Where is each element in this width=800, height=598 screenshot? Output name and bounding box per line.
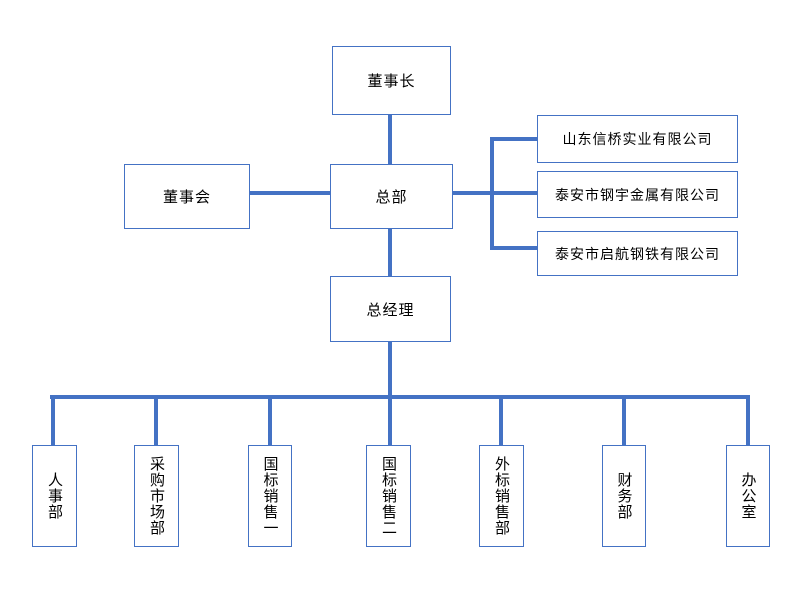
node-department-3: 国标销售一 bbox=[248, 445, 292, 547]
node-department-5: 外标销售部 bbox=[479, 445, 524, 547]
node-department-5-label: 外标销售部 bbox=[493, 456, 510, 536]
node-subsidiary-2: 泰安市钢宇金属有限公司 bbox=[537, 171, 738, 218]
node-general-manager-label: 总经理 bbox=[366, 301, 415, 319]
connector-branch-subsidiary-1 bbox=[490, 137, 537, 141]
node-department-7-label: 办公室 bbox=[739, 472, 757, 520]
node-board: 董事会 bbox=[124, 164, 250, 229]
node-department-1-label: 人事部 bbox=[46, 472, 63, 520]
node-subsidiary-3-label: 泰安市启航钢铁有限公司 bbox=[555, 245, 720, 262]
node-department-4-label: 国标销售二 bbox=[380, 456, 397, 536]
connector-headquarters-subsidiary-2 bbox=[453, 191, 537, 195]
connector-departments-bus bbox=[50, 395, 750, 399]
connector-drop-department-1 bbox=[51, 395, 55, 445]
node-headquarters-label: 总部 bbox=[375, 189, 408, 206]
node-subsidiary-1-label: 山东信桥实业有限公司 bbox=[562, 131, 713, 147]
node-chairman-label: 董事长 bbox=[367, 73, 416, 90]
connector-general-manager-departments bbox=[388, 342, 392, 446]
connector-drop-department-5 bbox=[499, 395, 503, 445]
connector-drop-department-7 bbox=[746, 395, 750, 445]
node-department-6: 财务部 bbox=[602, 445, 646, 547]
node-department-2-label: 采购市场部 bbox=[148, 456, 165, 536]
connector-drop-department-2 bbox=[154, 395, 158, 445]
node-department-1: 人事部 bbox=[32, 445, 77, 547]
connector-board-headquarters bbox=[250, 191, 330, 195]
node-department-4: 国标销售二 bbox=[366, 445, 411, 547]
node-headquarters: 总部 bbox=[330, 164, 453, 229]
connector-chairman-headquarters bbox=[388, 115, 392, 164]
node-board-label: 董事会 bbox=[162, 189, 211, 206]
node-chairman: 董事长 bbox=[332, 46, 451, 115]
node-subsidiary-2-label: 泰安市钢宇金属有限公司 bbox=[555, 186, 720, 203]
node-department-6-label: 财务部 bbox=[615, 472, 633, 520]
node-general-manager: 总经理 bbox=[330, 276, 451, 342]
node-department-2: 采购市场部 bbox=[134, 445, 179, 547]
connector-subsidiaries-spine bbox=[490, 137, 494, 250]
connector-branch-subsidiary-3 bbox=[490, 246, 537, 250]
node-department-3-label: 国标销售一 bbox=[261, 456, 279, 536]
node-subsidiary-1: 山东信桥实业有限公司 bbox=[537, 115, 738, 163]
node-subsidiary-3: 泰安市启航钢铁有限公司 bbox=[537, 231, 738, 276]
connector-headquarters-general-manager bbox=[388, 229, 392, 276]
node-department-7: 办公室 bbox=[726, 445, 770, 547]
connector-drop-department-3 bbox=[268, 395, 272, 445]
connector-drop-department-6 bbox=[622, 395, 626, 445]
